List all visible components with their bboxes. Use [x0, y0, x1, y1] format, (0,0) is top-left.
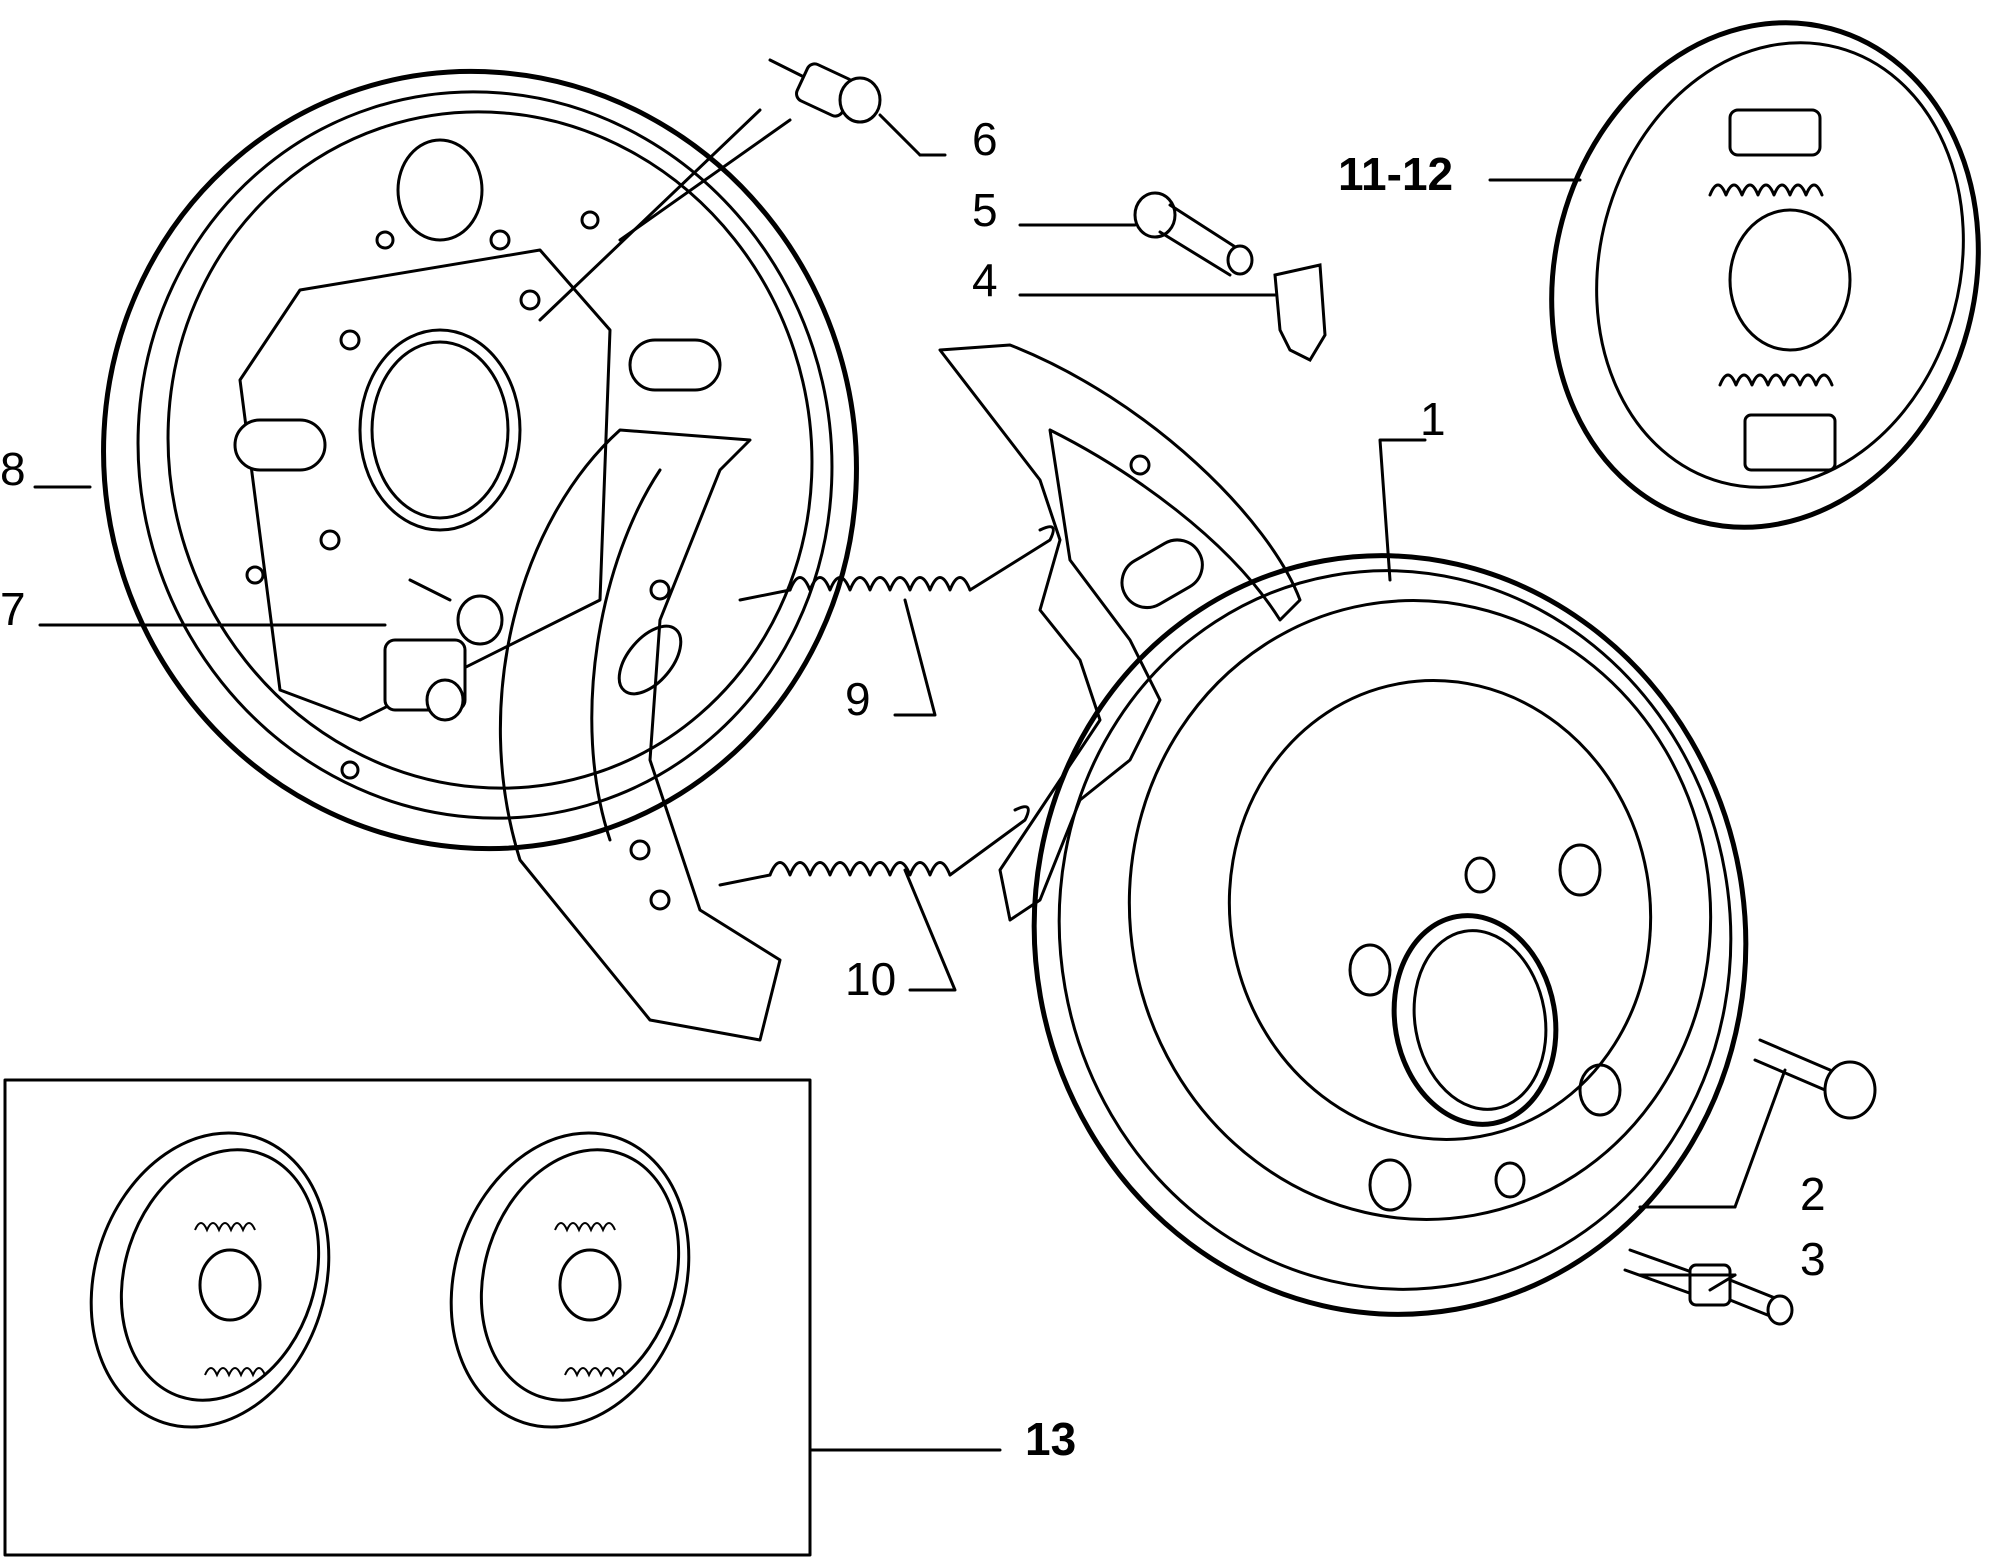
- brake-kit-box-13: [3, 1078, 812, 1557]
- stud-3: [1623, 1248, 1794, 1326]
- callout-3: 3: [1800, 1233, 1826, 1285]
- bolt-7: [383, 578, 504, 722]
- assembled-brake-11-12: [1549, 20, 1981, 530]
- spring-lower: [718, 805, 1030, 887]
- backing-plate: [101, 68, 859, 852]
- spring-upper: [738, 525, 1055, 602]
- callout-13: 13: [1025, 1413, 1076, 1465]
- callout-6: 6: [972, 113, 998, 165]
- clip-4: [1273, 263, 1327, 362]
- brake-shoe-right: [938, 343, 1302, 922]
- callout-8: 8: [0, 443, 26, 495]
- callout-4: 4: [972, 254, 998, 306]
- callout-10: 10: [845, 953, 896, 1005]
- callout-1: 1: [1420, 393, 1446, 445]
- brake-drum: [1031, 553, 1749, 1317]
- brake-shoe-left: [498, 428, 782, 1042]
- callouts: 1 2 3 4 5 6 7 8 9 10 11-12 13: [0, 113, 1826, 1465]
- callout-7: 7: [0, 583, 26, 635]
- pin-5: [1133, 191, 1254, 277]
- leader-lines: [33, 108, 1787, 1452]
- callout-5: 5: [972, 184, 998, 236]
- callout-9: 9: [845, 673, 871, 725]
- bolt-6: [768, 58, 882, 124]
- callout-2: 2: [1800, 1168, 1826, 1220]
- wheel-bolt-2: [1753, 1038, 1877, 1120]
- callout-11-12: 11-12: [1338, 148, 1453, 200]
